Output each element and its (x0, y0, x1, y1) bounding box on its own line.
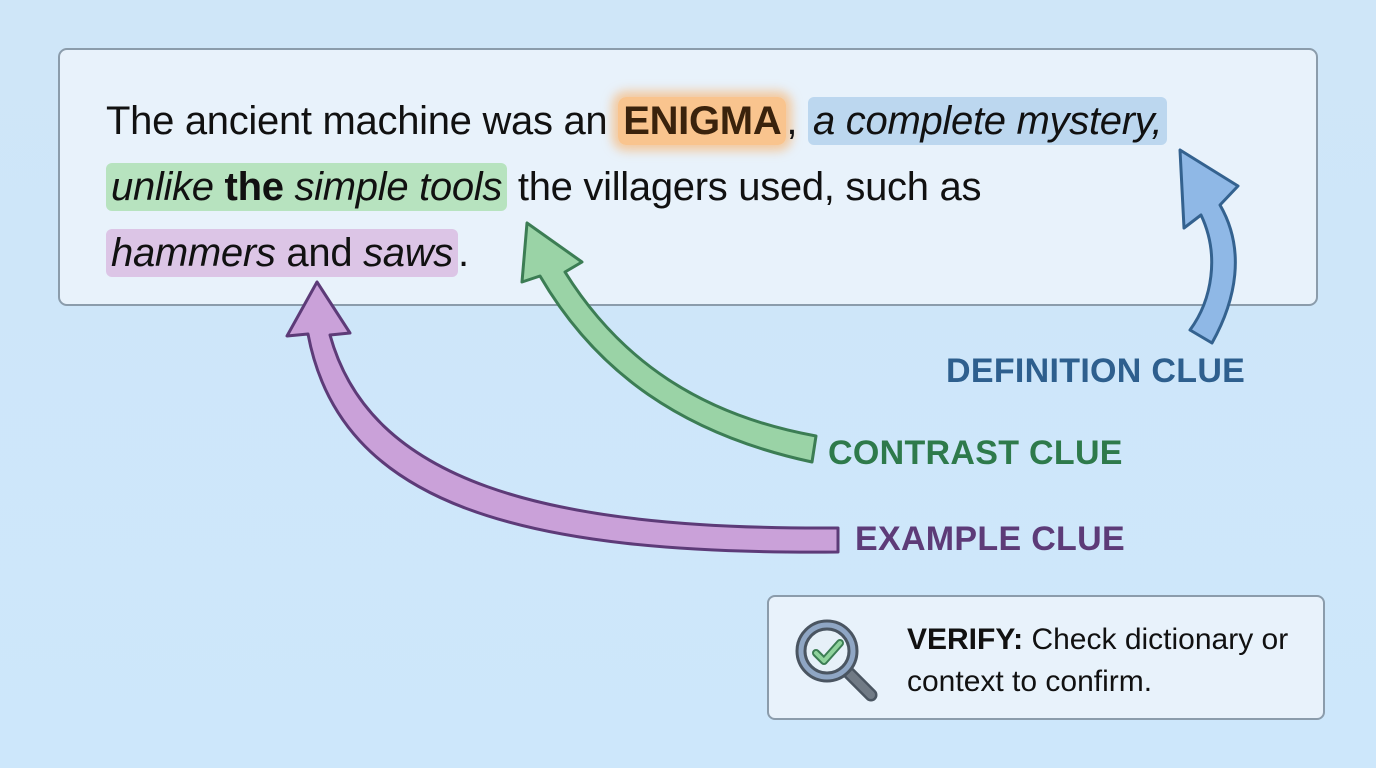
example-arrow-icon (285, 280, 840, 554)
contrast-word-unlike: unlike (111, 165, 214, 209)
verify-label: VERIFY: (907, 623, 1024, 656)
verify-text: VERIFY: Check dictionary or context to c… (907, 619, 1317, 703)
magnifier-check-icon (795, 619, 878, 702)
contrast-phrase: unlike the simple tools (106, 163, 508, 211)
sentence-period: . (458, 231, 469, 275)
example-clue-label: EXAMPLE CLUE (855, 520, 1125, 558)
comma: , (786, 99, 809, 143)
sentence-middle: the villagers used, such as (507, 165, 982, 209)
target-word-enigma: ENIGMA (618, 97, 787, 145)
definition-phrase: a complete mystery, (808, 97, 1168, 145)
example-sentence: The ancient machine was an ENIGMA, a com… (106, 88, 1306, 286)
verify-tip-box: VERIFY: Check dictionary or context to c… (767, 595, 1325, 720)
sentence-intro: The ancient machine was an (106, 99, 619, 143)
contrast-word-simple-tools: simple tools (294, 165, 503, 209)
example-phrase: hammers and saws (106, 229, 459, 277)
definition-clue-label: DEFINITION CLUE (946, 352, 1246, 390)
example-word-hammers: hammers (111, 231, 276, 275)
contrast-word-the: the (224, 165, 284, 209)
verify-instruction: Check dictionary or context to confirm. (907, 623, 1289, 698)
contrast-clue-label: CONTRAST CLUE (828, 434, 1123, 472)
example-word-and: and (275, 231, 364, 275)
example-word-saws: saws (363, 231, 454, 275)
sentence-panel: The ancient machine was an ENIGMA, a com… (58, 48, 1318, 306)
